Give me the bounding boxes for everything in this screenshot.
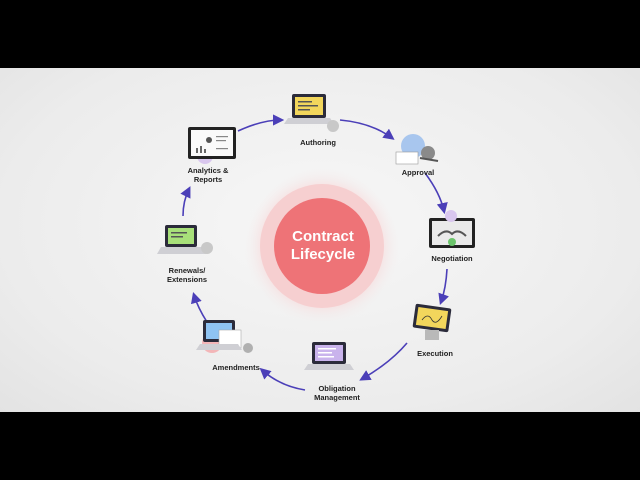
arrow-renewals-analytics	[180, 186, 191, 217]
letterbox-bottom	[0, 412, 640, 480]
amendments-illustration	[196, 320, 253, 353]
stage-label-renewals: Renewals/ Extensions	[166, 266, 207, 284]
center-circle	[274, 198, 370, 294]
stage-label-approval: Approval	[401, 168, 435, 177]
arrow-approval-negotiation	[424, 172, 448, 215]
stage-label-amendments: Amendments	[212, 363, 260, 372]
stage-label-execution: Execution	[417, 349, 453, 358]
authoring-illustration	[284, 94, 339, 132]
analytics-illustration	[188, 127, 236, 164]
approval-illustration	[395, 134, 439, 165]
negotiation-illustration	[429, 210, 475, 248]
stage-label-obligation: Obligation Management	[314, 384, 360, 402]
stage-label-analytics: Analytics & Reports	[187, 166, 229, 184]
cycle-arrows	[180, 114, 449, 391]
diagram-canvas: Contract Lifecycle Authoring Approval Ne…	[0, 68, 640, 412]
lifecycle-diagram	[157, 94, 475, 391]
stage-label-authoring: Authoring	[300, 138, 336, 147]
arrow-amendments-renewals	[191, 291, 208, 323]
center-title: Contract Lifecycle	[290, 228, 356, 263]
arrow-analytics-authoring	[237, 114, 285, 132]
obligation-illustration	[304, 342, 354, 370]
arrow-execution-obligation	[359, 342, 408, 381]
arrow-negotiation-execution	[438, 268, 449, 306]
stage-label-negotiation: Negotiation	[431, 254, 473, 263]
arrow-obligation-amendments	[259, 367, 306, 391]
letterbox-top	[0, 0, 640, 68]
renewals-illustration	[157, 225, 213, 254]
execution-illustration	[412, 303, 452, 340]
arrow-authoring-approval	[339, 119, 395, 140]
